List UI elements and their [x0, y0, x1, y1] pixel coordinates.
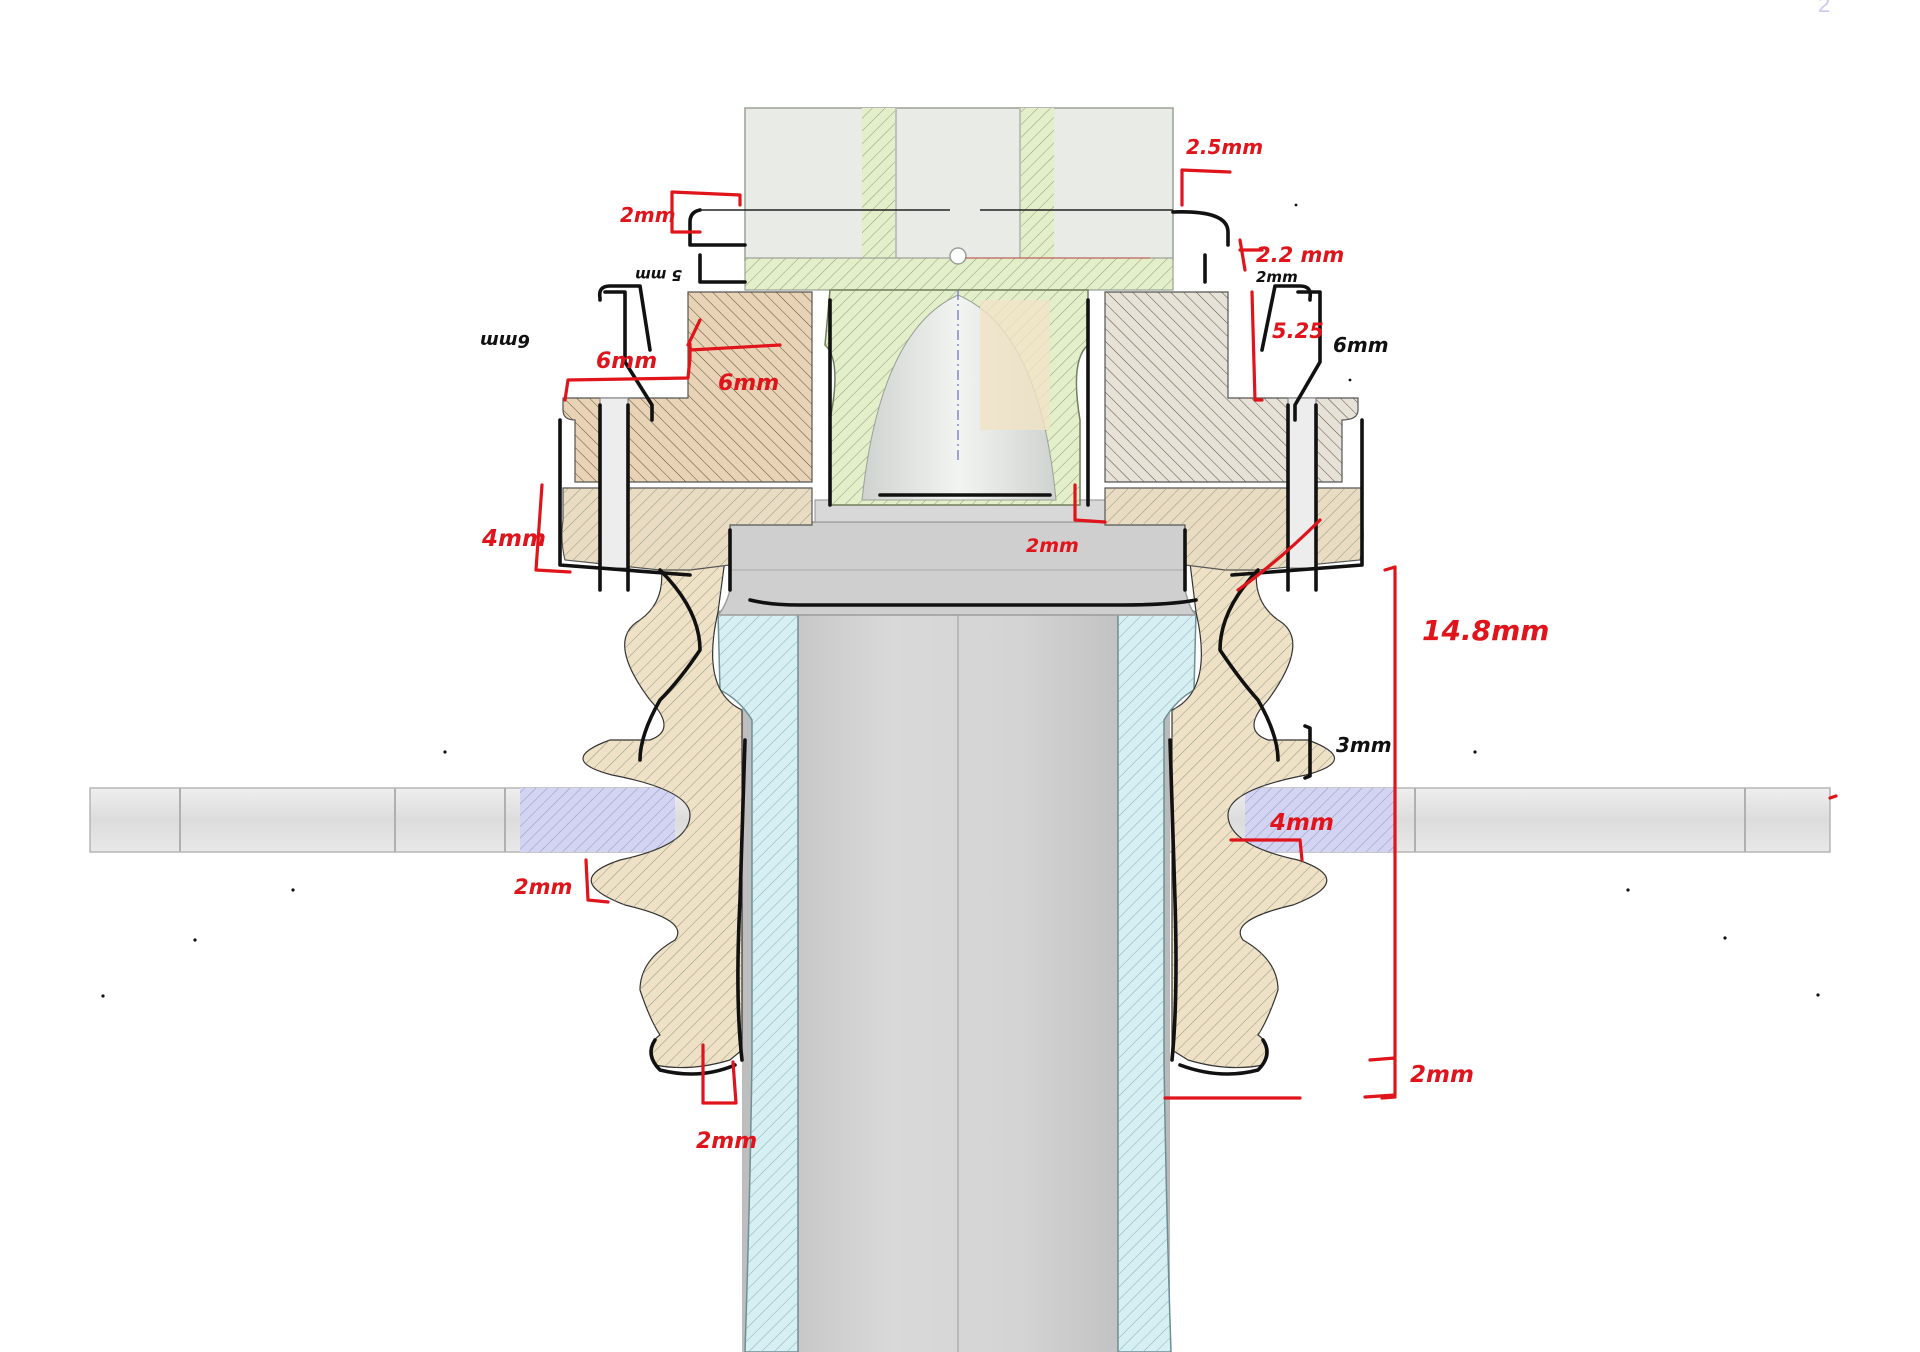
- dim-bottom-left-2mm: 2mm: [696, 1129, 757, 1154]
- dim-right-14-8: 14.8mm: [1422, 614, 1549, 647]
- central-tube: [717, 604, 1197, 1352]
- dimension-lines: [534, 168, 1838, 1105]
- dim-left-4mm: 4mm: [481, 526, 546, 552]
- right-flange: [1104, 291, 1364, 571]
- dim-left-rib-2mm: 2mm: [514, 875, 572, 899]
- dim-right-5-25: 5.25: [1272, 319, 1324, 343]
- dim-center-2mm: 2mm: [1026, 535, 1079, 557]
- dim-top-left-2mm: 2mm: [620, 203, 676, 227]
- dim-top-right: 2.5mm: [1186, 135, 1263, 159]
- dim-right-small-2: 2mm: [1256, 268, 1298, 286]
- top-cap: [744, 107, 1174, 291]
- dim-left-6mm-b: 6mm: [718, 371, 779, 396]
- dim-right-3mm: 3mm: [1336, 733, 1392, 757]
- dim-right-2-2: 2.2 mm: [1256, 243, 1344, 267]
- center-insert: [824, 247, 1150, 506]
- dim-left-6mm-a: 6mm: [596, 349, 657, 374]
- stray-marks: [101, 203, 1820, 998]
- dim-bottom-right-2mm: 2mm: [1410, 1062, 1474, 1088]
- sketch-outlines: [558, 208, 1364, 1076]
- left-flange: [561, 291, 813, 571]
- annotations: 2.5mm 2mm 2.2 mm 2mm 5 mm 5.25 6mm 6mm 6…: [480, 0, 1830, 1154]
- corner-page-mark: 2: [1818, 0, 1830, 17]
- dim-right-6mm: 6mm: [1333, 333, 1389, 357]
- dim-left-mirrored: 6mm: [480, 330, 530, 351]
- dim-left-small-5: 5 mm: [635, 266, 682, 284]
- dim-right-4mm: 4mm: [1269, 810, 1334, 836]
